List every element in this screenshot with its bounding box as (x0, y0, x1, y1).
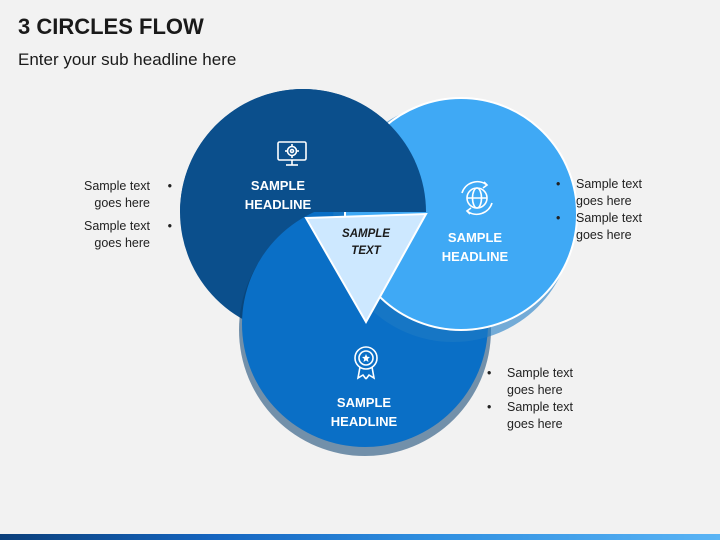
bullet-list-top-left: • Sample text goes here • Sample text go… (40, 178, 172, 252)
circle-top-left-overlay (180, 89, 426, 212)
list-item: • Sample text goes here (40, 178, 172, 212)
bullet-dot: • (487, 400, 492, 414)
bullet-text: Sample text (83, 179, 150, 193)
bullet-text: Sample text (507, 400, 574, 414)
bullet-dot: • (556, 211, 561, 225)
bullet-text: Sample text (576, 177, 643, 191)
page-subtitle: Enter your sub headline here (18, 50, 237, 69)
bullet-text: Sample text (83, 219, 150, 233)
headline-bottom-line1: SAMPLE (337, 395, 392, 410)
bullet-list-bottom: • Sample text goes here • Sample text go… (487, 365, 627, 433)
headline-right-line1: SAMPLE (448, 230, 503, 245)
list-item: • Sample text goes here (487, 399, 627, 433)
bullet-dot: • (556, 177, 561, 191)
bullet-list-right: • Sample text goes here • Sample text go… (556, 176, 696, 244)
headline-top-left-line1: SAMPLE (251, 178, 306, 193)
list-item: • Sample text goes here (556, 176, 696, 210)
bullet-text: goes here (576, 194, 632, 208)
page-title: 3 CIRCLES FLOW (18, 14, 204, 39)
bullet-text: Sample text (576, 211, 643, 225)
bullet-dot: • (487, 366, 492, 380)
bullet-text: goes here (507, 417, 563, 431)
bullet-dot: • (167, 179, 172, 193)
list-item: • Sample text goes here (556, 210, 696, 244)
bullet-dot: • (167, 219, 172, 233)
bullet-text: goes here (507, 383, 563, 397)
computer-settings-icon (277, 141, 307, 166)
bullet-text: goes here (576, 228, 632, 242)
list-item: • Sample text goes here (487, 365, 627, 399)
list-item: • Sample text goes here (40, 218, 172, 252)
footer-accent-bar (0, 534, 720, 540)
center-triangle (304, 212, 428, 325)
bullet-text: goes here (94, 236, 150, 250)
bullet-text: Sample text (507, 366, 574, 380)
center-text-line2: TEXT (351, 245, 381, 257)
headline-right-line2: HEADLINE (442, 249, 509, 264)
headline-bottom-line2: HEADLINE (331, 414, 398, 429)
award-badge-icon (354, 346, 378, 380)
headline-top-left-line2: HEADLINE (245, 197, 312, 212)
globe-refresh-icon (461, 180, 493, 216)
center-text-line1: SAMPLE (342, 228, 390, 240)
bullet-text: goes here (94, 196, 150, 210)
